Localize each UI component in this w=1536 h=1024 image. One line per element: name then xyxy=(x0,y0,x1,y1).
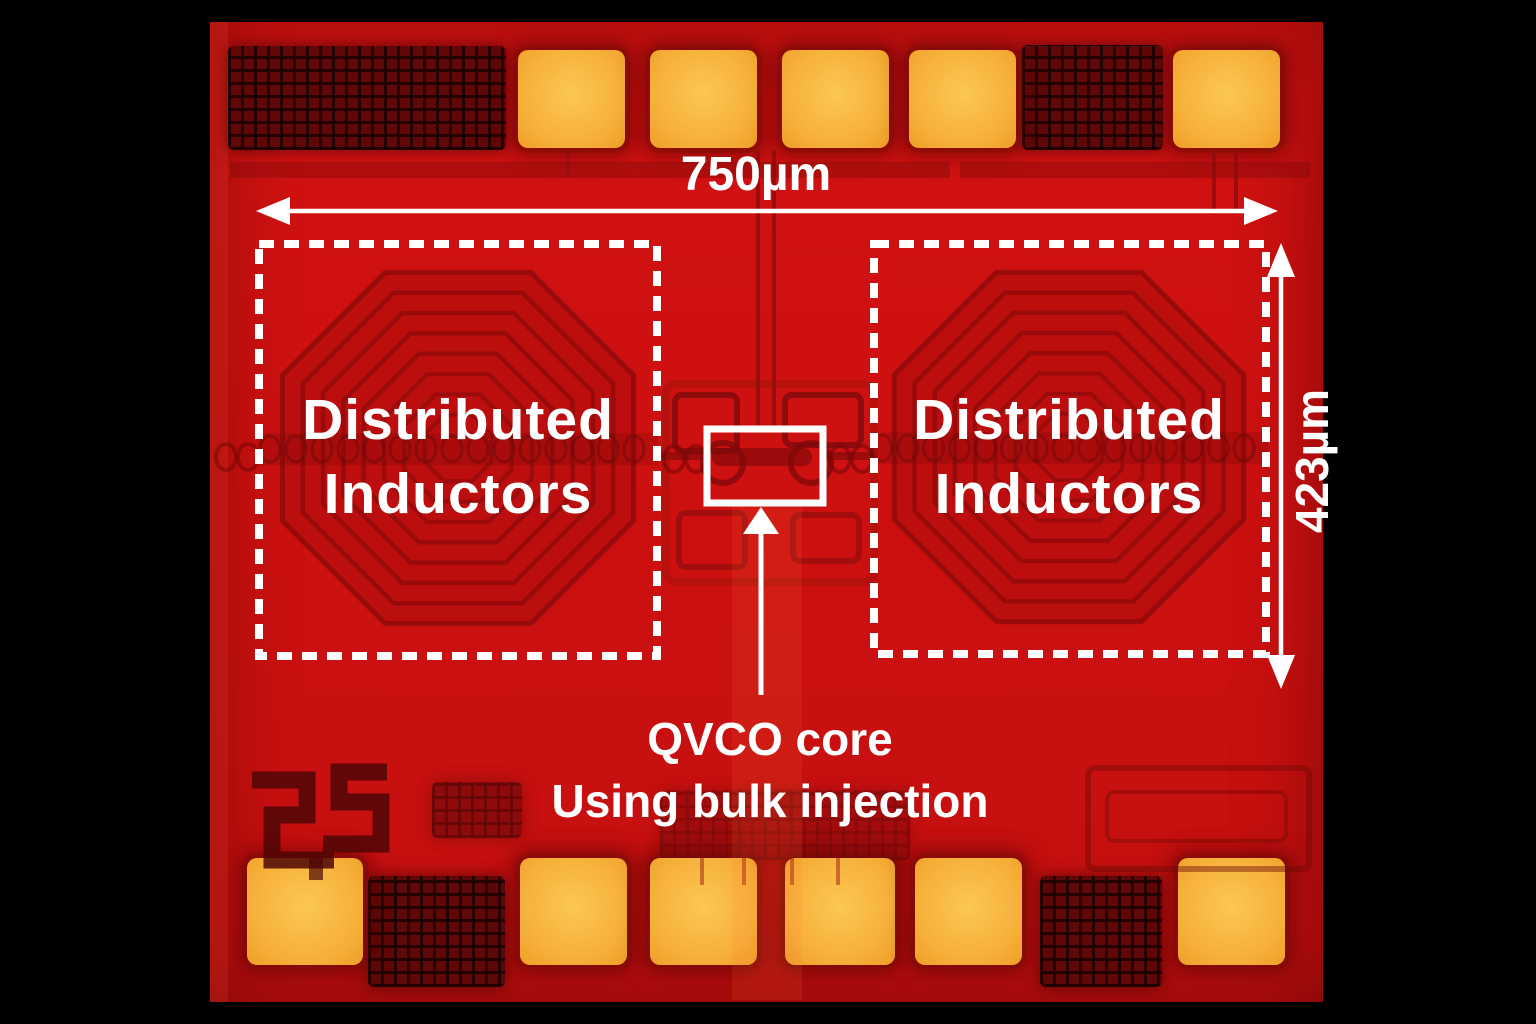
metal-trace xyxy=(836,840,840,885)
metal-trace xyxy=(742,840,746,885)
metal-trace xyxy=(960,162,1310,178)
bond-pad xyxy=(782,50,889,148)
core-circuit-block xyxy=(1105,790,1288,843)
qvco-core-caption-line1: QVCO core xyxy=(647,713,893,765)
meander-trace xyxy=(252,763,390,880)
bond-pad xyxy=(650,50,757,148)
metal-trace xyxy=(230,162,950,178)
bond-pad xyxy=(909,50,1016,148)
bond-pad xyxy=(650,858,757,965)
height-dimension-arrow xyxy=(1267,243,1295,689)
dummy-fill-mesh xyxy=(228,46,506,150)
metal-trace xyxy=(772,150,776,432)
height-dimension-label: 423µm xyxy=(1286,388,1338,534)
core-circuit-block xyxy=(676,510,748,570)
left-inductor-label: Distributed Inductors xyxy=(258,383,658,531)
metal-trace xyxy=(700,840,704,885)
qvco-core-arrow xyxy=(743,507,779,695)
dummy-fill-mesh xyxy=(368,876,505,987)
metal-trace xyxy=(732,505,802,1000)
core-circuit-block xyxy=(1085,765,1312,872)
qvco-core-box xyxy=(703,425,827,507)
bond-pad xyxy=(518,50,625,148)
bond-pad xyxy=(785,858,895,965)
width-dimension-arrow xyxy=(256,197,1278,225)
left-inductor-label-line2: Inductors xyxy=(323,462,593,526)
right-inductor-label-line1: Distributed xyxy=(913,388,1225,452)
qvco-core-caption: QVCO core Using bulk injection xyxy=(470,708,1070,832)
left-inductor-roi-box xyxy=(255,240,661,660)
dummy-fill-mesh xyxy=(1040,876,1162,987)
right-inductor-label: Distributed Inductors xyxy=(872,383,1266,531)
dummy-fill-mesh xyxy=(1022,45,1163,150)
bond-pad xyxy=(1173,50,1280,148)
metal-trace xyxy=(1234,150,1238,212)
metal-trace xyxy=(1212,150,1216,212)
dummy-fill-mesh xyxy=(660,790,910,860)
width-dimension-label: 750µm xyxy=(680,148,832,201)
right-spiral-inductor xyxy=(870,269,1268,625)
metal-trace xyxy=(756,150,760,432)
bond-pad xyxy=(1178,858,1285,965)
bond-pad xyxy=(520,858,627,965)
metal-trace xyxy=(566,148,570,178)
left-spiral-inductor xyxy=(258,269,658,627)
core-circuit-block xyxy=(790,512,862,564)
right-inductor-label-line2: Inductors xyxy=(934,462,1204,526)
bond-pad xyxy=(915,858,1022,965)
dummy-fill-mesh xyxy=(432,782,522,838)
bond-pad xyxy=(247,858,363,965)
metal-trace xyxy=(790,840,794,885)
qvco-core-caption-line2: Using bulk injection xyxy=(551,775,989,827)
die-edge-highlight xyxy=(210,22,228,1002)
left-inductor-label-line1: Distributed xyxy=(302,388,614,452)
